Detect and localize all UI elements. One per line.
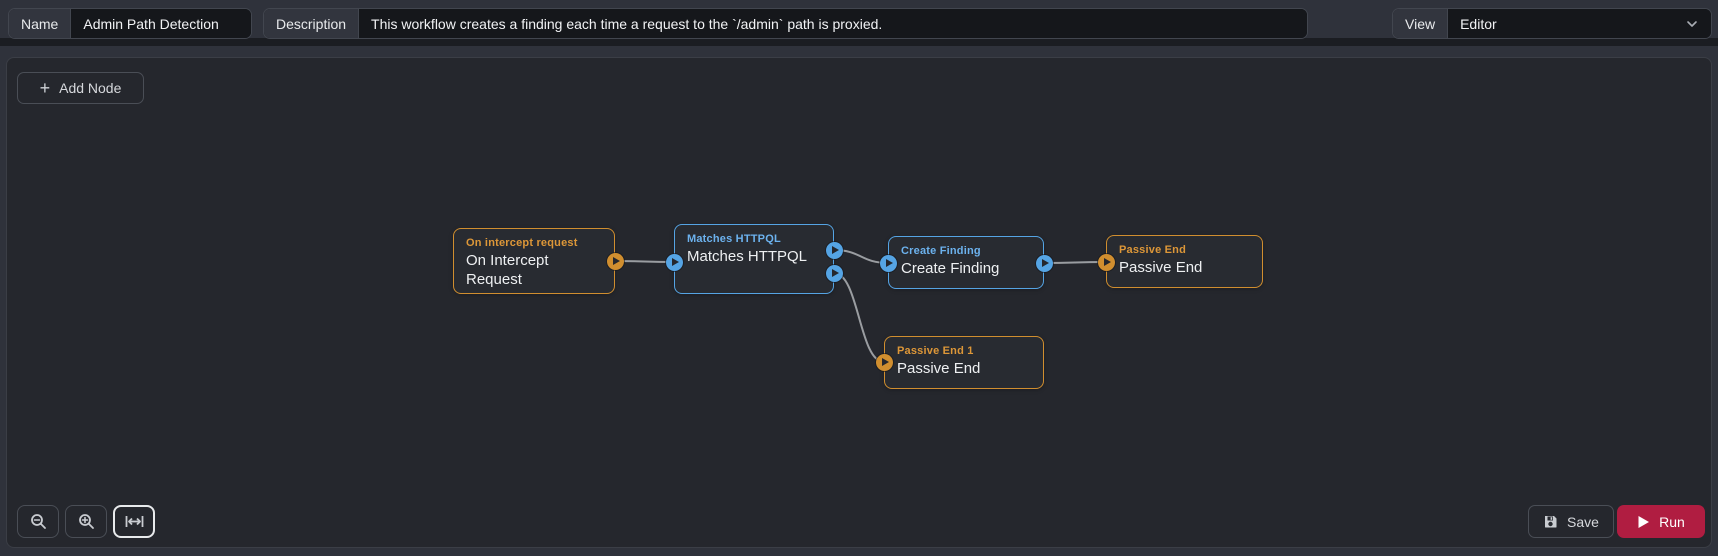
zoom-out-button[interactable]	[17, 505, 59, 538]
output-port[interactable]	[826, 264, 843, 282]
edge-layer	[614, 249, 1107, 363]
node-title: Create Finding	[901, 245, 981, 257]
output-port[interactable]	[1036, 254, 1053, 272]
workflow-description-group: Description	[263, 8, 1308, 39]
input-port[interactable]	[665, 253, 683, 271]
run-button[interactable]: Run	[1617, 505, 1705, 538]
node-type-label: Create Finding	[901, 260, 1000, 277]
run-icon	[1638, 515, 1650, 528]
output-port[interactable]	[607, 252, 624, 270]
node-title: Passive End 1	[897, 345, 974, 357]
save-button[interactable]: Save	[1528, 505, 1614, 538]
workflow-name-input[interactable]	[71, 9, 251, 38]
node-type-label: Passive End	[897, 360, 981, 377]
edge	[1043, 261, 1107, 264]
workflow-node-on-intercept-request[interactable]: On intercept request On Intercept Request	[453, 228, 624, 294]
zoom-in-button[interactable]	[65, 505, 107, 538]
workflow-node-passive-end-1[interactable]: Passive End 1 Passive End	[875, 336, 1044, 389]
node-title: Passive End	[1119, 244, 1187, 256]
name-label: Name	[9, 9, 72, 38]
chevron-down-icon	[1687, 20, 1697, 27]
node-type-label: Matches HTTPQL	[687, 248, 808, 265]
save-icon	[1545, 516, 1557, 528]
edge	[833, 272, 885, 363]
input-port[interactable]	[879, 254, 897, 272]
fit-width-button[interactable]	[113, 505, 155, 538]
description-label: Description	[264, 9, 360, 38]
view-select-value: Editor	[1460, 15, 1497, 32]
add-node-label: Add Node	[59, 80, 122, 96]
workflow-name-group: Name	[8, 8, 252, 39]
view-select[interactable]: Editor	[1448, 9, 1711, 38]
node-title: Matches HTTPQL	[687, 233, 781, 245]
input-port[interactable]	[875, 353, 893, 371]
input-port[interactable]	[1097, 253, 1115, 271]
view-group: View Editor	[1392, 8, 1712, 39]
zoom-in-icon	[78, 514, 94, 529]
workflow-canvas[interactable]: On intercept request On Intercept Request…	[6, 57, 1712, 548]
node-type-label: On Intercept Request	[466, 252, 549, 288]
workflow-description-input[interactable]	[359, 9, 1307, 38]
save-label: Save	[1567, 513, 1599, 530]
output-port[interactable]	[826, 241, 843, 259]
view-label: View	[1393, 9, 1449, 38]
add-node-button[interactable]: + Add Node	[17, 72, 144, 104]
top-bar: Name Description View Editor	[0, 0, 1718, 46]
workflow-node-matches-httpql[interactable]: Matches HTTPQL Matches HTTPQL	[665, 224, 843, 294]
run-label: Run	[1659, 513, 1685, 530]
zoom-out-icon	[30, 514, 46, 529]
plus-icon: +	[39, 78, 51, 98]
node-type-label: Passive End	[1119, 259, 1203, 276]
fit-width-icon	[125, 516, 143, 527]
node-title: On intercept request	[466, 237, 578, 249]
